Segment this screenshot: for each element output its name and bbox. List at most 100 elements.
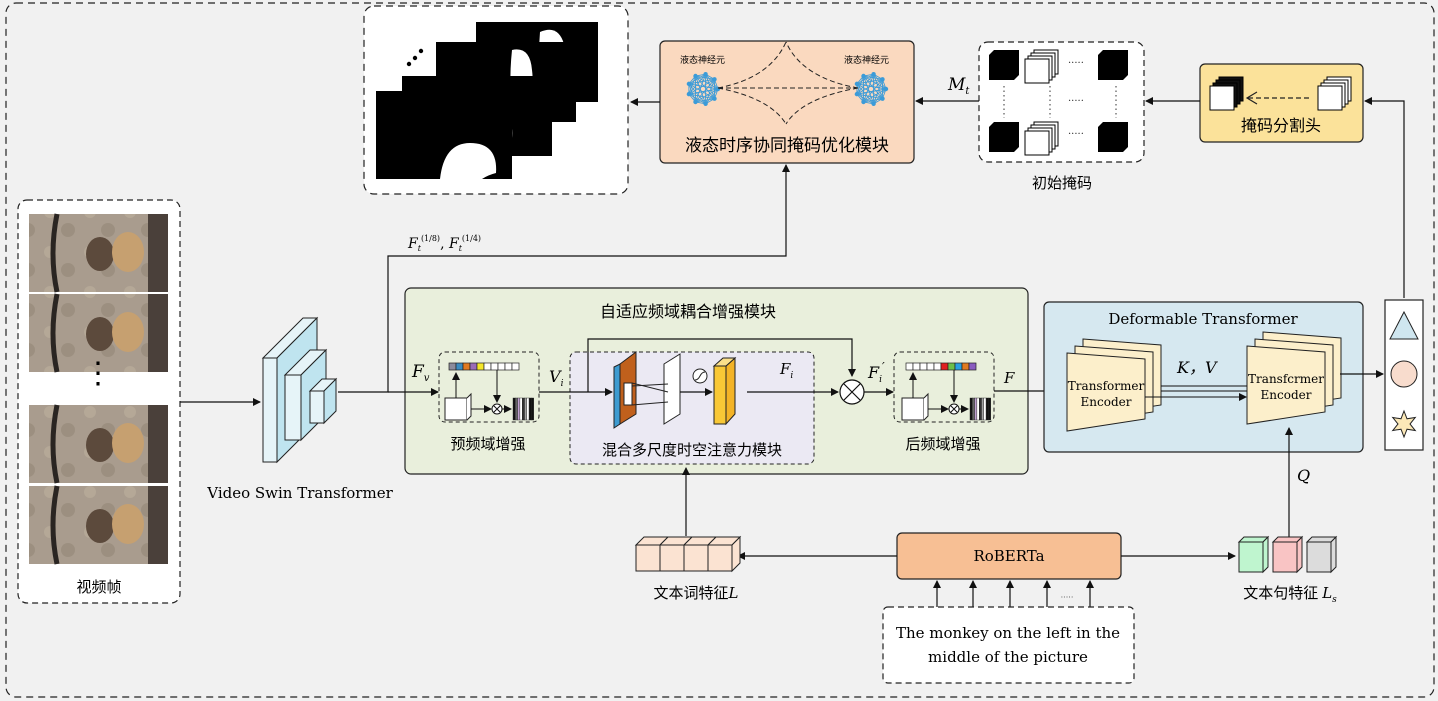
frequency-bar-cell [912, 362, 921, 371]
sentence-feature-cube [1272, 541, 1298, 573]
mask-stack-right-icon [1317, 76, 1352, 111]
refine-module-title: 液态时序协同掩码优化模块 [685, 136, 889, 156]
attention-label: 混合多尺度时空注意力模块 [602, 441, 782, 459]
mask-head-label: 掩码分割头 [1241, 116, 1321, 135]
svg-text:Transformer: Transformer [1068, 379, 1145, 393]
video-frames-panel: ⋮ 视频帧 [17, 199, 181, 604]
post-freq-label: 后频域增强 [905, 435, 980, 453]
circle-icon [1390, 360, 1418, 388]
frequency-bar-cell [961, 362, 970, 371]
arrow-skip-connection [587, 338, 856, 392]
word-feature-cube [707, 544, 733, 572]
arrow-queries-to-head [1364, 97, 1405, 298]
arrow-multiscale-to-refine [338, 164, 790, 393]
frequency-bar-cell [940, 362, 949, 371]
frequency-bar-cell [511, 362, 520, 371]
frequency-bar-cell [462, 362, 471, 371]
deformable-transformer-module: Deformable Transformer TransformerEncode… [1043, 301, 1364, 453]
svg-text:·····: ····· [1068, 129, 1084, 140]
svg-text:·····: ····· [1068, 58, 1084, 69]
feature-cube [444, 397, 468, 421]
video-frames-label: 视频帧 [76, 578, 121, 596]
f-output-symbol: F [1003, 369, 1015, 387]
mask-tile [1098, 122, 1128, 152]
initial-masks-panel: ····· ····· ····· 初始掩码 [978, 41, 1145, 192]
post-frequency-enhancement: 后频域增强 [893, 351, 995, 453]
output-mask-stack [376, 22, 598, 179]
output-masks-panel [363, 5, 629, 195]
frequency-bar-cell [933, 362, 942, 371]
deformable-title: Deformable Transformer [1108, 310, 1298, 328]
vi-symbol: Vi [549, 367, 564, 389]
object-queries-panel [1384, 299, 1424, 451]
liquid-neuron-right-icon [854, 72, 889, 106]
frequency-bar-cell [448, 362, 457, 371]
liquid-refine-module: 液态神经元 液态神经元 液态时序协同掩码优化模块 [659, 40, 915, 164]
mask-stack-left-icon [1209, 76, 1244, 111]
pre-frequency-enhancement: 预频域增强 [438, 351, 540, 453]
fi-symbol: Fi [779, 360, 793, 381]
multiscale-features-label: Ft(1/8), Ft(1/4) [407, 234, 481, 253]
frequency-bar-cell [947, 362, 956, 371]
video-frame-thumbnail [29, 404, 168, 484]
star-icon [1391, 409, 1417, 439]
sentence-features-cubes [1237, 535, 1338, 574]
svg-text:Encoder: Encoder [1261, 388, 1312, 402]
frequency-bar-cell [504, 362, 513, 371]
attention-output [713, 365, 727, 425]
video-frame-thumbnail [29, 485, 168, 565]
roberta-label: RoBERTa [973, 547, 1044, 565]
word-feature-cube [659, 544, 685, 572]
video-swin-backbone-icon [261, 316, 338, 464]
text-query-box: The monkey on the left in the middle of … [882, 606, 1135, 684]
mask-tile [989, 50, 1019, 80]
frames-ellipsis: ⋮ [83, 356, 113, 391]
frequency-bar-cell [497, 362, 506, 371]
frequency-bar-cell [919, 362, 928, 371]
mask-tile [1098, 50, 1128, 80]
svg-text:·····: ····· [1068, 96, 1084, 107]
kv-label: K，V [1176, 358, 1218, 377]
feature-cube [901, 397, 925, 421]
token-ellipsis: ····· [1061, 593, 1074, 602]
word-feature-cube [683, 544, 709, 572]
multiply-fusion-icon [839, 379, 865, 405]
svg-text:Encoder: Encoder [1081, 395, 1132, 409]
mask-symbol-mt: Mt [947, 75, 970, 97]
mask-tile [989, 122, 1019, 152]
frequency-bar-cell [954, 362, 963, 371]
frequency-bar-cell [926, 362, 935, 371]
video-frame-thumbnail [29, 213, 168, 293]
attention-map [663, 353, 681, 425]
text-query-line1: The monkey on the left in the [896, 624, 1120, 642]
triangle-icon [1389, 310, 1419, 340]
roberta-encoder: RoBERTa [896, 532, 1122, 580]
mask-head-module: 掩码分割头 [1199, 63, 1364, 143]
frequency-bar-cell [905, 362, 914, 371]
hybrid-attention-module: 混合多尺度时空注意力模块 Fi [568, 351, 815, 465]
pre-freq-label: 预频域增强 [450, 435, 525, 453]
frequency-bar-cell [455, 362, 464, 371]
video-frame-thumbnail [29, 293, 168, 373]
word-features-cubes [634, 535, 742, 573]
frequency-bar-cell [469, 362, 478, 371]
afce-module: 自适应频域耦合增强模块 Fv 预频域增强 Vi 混合多尺度时空注意力模块 Fi … [388, 287, 1029, 475]
word-feature-cube [635, 544, 661, 572]
afce-title: 自适应频域耦合增强模块 [600, 302, 776, 321]
fv-symbol: Fv [411, 362, 430, 384]
frequency-bar-cell [476, 362, 485, 371]
frequency-bar-cell [483, 362, 492, 371]
initial-masks-label: 初始掩码 [1032, 174, 1092, 192]
frequency-bar-cell [968, 362, 977, 371]
neuron-left-label: 液态神经元 [680, 54, 725, 66]
sentence-feature-cube [1238, 541, 1264, 573]
svg-text:Transfcrmer: Transfcrmer [1248, 372, 1324, 386]
neuron-right-label: 液态神经元 [844, 54, 889, 66]
backbone-label: Video Swin Transformer [206, 484, 393, 502]
text-query-line2: middle of the picture [928, 648, 1088, 666]
sentence-feature-cube [1306, 541, 1332, 573]
